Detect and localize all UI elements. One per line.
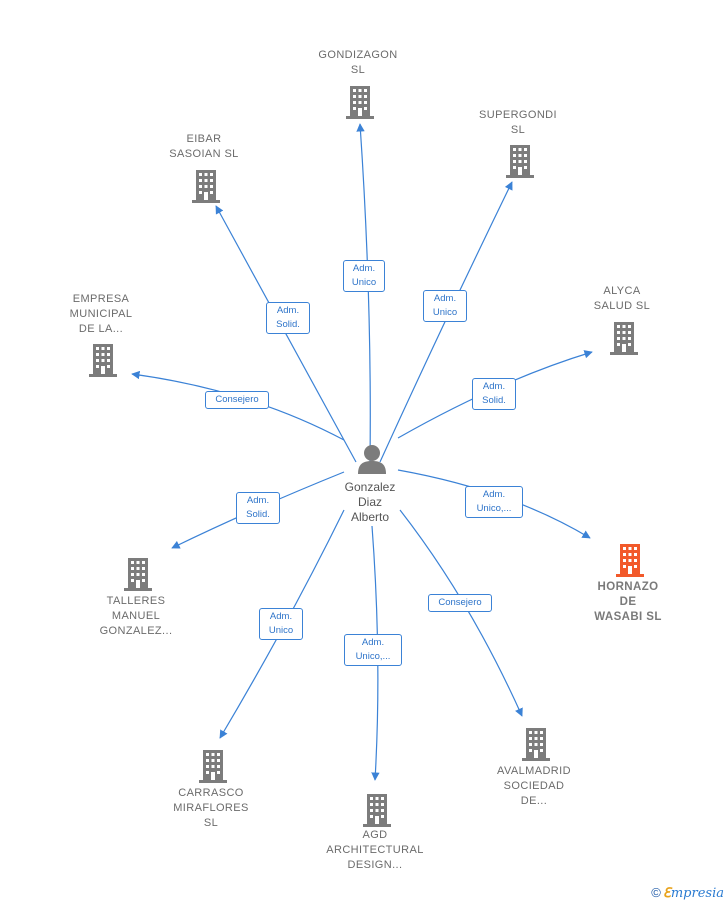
company-label-alyca[interactable]: ALYCA SALUD SL: [593, 285, 651, 312]
brand-watermark: ©ℇmpresia: [651, 885, 724, 901]
role-label-agd: Adm. Unico,...: [344, 634, 402, 666]
edge-gondizagon: [356, 123, 371, 463]
edges-layer: [131, 123, 593, 781]
building-icon-gondizagon[interactable]: [346, 86, 374, 119]
role-label-carrasco: Adm. Unico: [259, 608, 303, 640]
edge-eibar: [215, 205, 357, 463]
company-label-eibar[interactable]: EIBAR SASOIAN SL: [169, 133, 239, 160]
edge-avalmadrid: [399, 509, 523, 717]
role-label-avalmadrid: Consejero: [428, 594, 492, 612]
role-label-eibar: Adm. Solid.: [266, 302, 310, 334]
brand-logo-e: ℇ: [662, 886, 671, 901]
building-icon-empresa[interactable]: [89, 344, 117, 377]
building-icon-talleres[interactable]: [124, 558, 152, 591]
company-label-gondizagon[interactable]: GONDIZAGON SL: [318, 49, 398, 76]
role-label-empresa: Consejero: [205, 391, 269, 409]
building-icon-agd[interactable]: [363, 794, 391, 827]
center-person-label[interactable]: Gonzalez Diaz Alberto: [344, 480, 396, 524]
company-label-carrasco[interactable]: CARRASCO MIRAFLORES SL: [173, 787, 249, 829]
company-label-hornazo[interactable]: HORNAZO DE WASABI SL: [594, 581, 662, 623]
role-label-alyca: Adm. Solid.: [472, 378, 516, 410]
company-label-talleres[interactable]: TALLERES MANUEL GONZALEZ...: [99, 595, 173, 637]
brand-logo-text: mpresia: [670, 886, 724, 901]
copyright-symbol: ©: [651, 885, 661, 900]
person-icon: [358, 445, 386, 474]
building-icon-alyca[interactable]: [610, 322, 638, 355]
company-label-agd[interactable]: AGD ARCHITECTURAL DESIGN...: [326, 829, 424, 871]
building-icon-supergondi[interactable]: [506, 145, 534, 178]
company-label-avalmadrid[interactable]: AVALMADRID SOCIEDAD DE...: [497, 765, 571, 807]
building-icon-eibar[interactable]: [192, 170, 220, 203]
edge-supergondi: [379, 181, 513, 463]
building-icon-avalmadrid[interactable]: [522, 728, 550, 761]
role-label-hornazo: Adm. Unico,...: [465, 486, 523, 518]
role-label-supergondi: Adm. Unico: [423, 290, 467, 322]
company-label-empresa[interactable]: EMPRESA MUNICIPAL DE LA...: [69, 293, 133, 335]
company-label-supergondi[interactable]: SUPERGONDI SL: [479, 109, 557, 136]
building-icon-hornazo[interactable]: [616, 544, 644, 577]
building-icon-carrasco[interactable]: [199, 750, 227, 783]
role-label-gondizagon: Adm. Unico: [343, 260, 385, 292]
role-label-talleres: Adm. Solid.: [236, 492, 280, 524]
